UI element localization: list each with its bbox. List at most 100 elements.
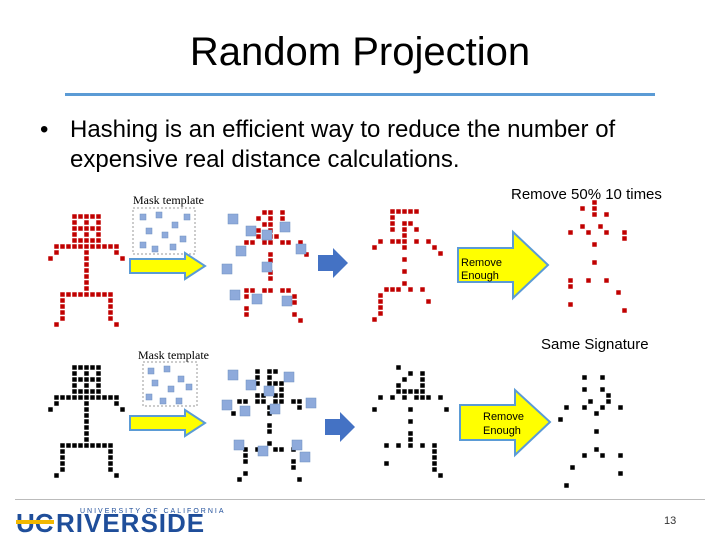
mask-square	[168, 386, 174, 392]
figure-pixel	[594, 411, 599, 416]
ucr-logo: UC RIVERSIDE UNIVERSITY OF CALIFORNIA	[16, 508, 226, 538]
mask-square	[184, 214, 190, 220]
figure-pixel	[96, 365, 101, 370]
figure-pixel	[237, 477, 242, 482]
figure-pixel	[378, 293, 383, 298]
figure-pixel	[273, 381, 278, 386]
figure-pixel	[267, 429, 272, 434]
figure-pixel	[54, 395, 59, 400]
figure-pixel	[432, 461, 437, 466]
figure-pixel	[408, 419, 413, 424]
figure-pixel	[60, 292, 65, 297]
figure-pixel	[390, 287, 395, 292]
figure-pixel	[426, 239, 431, 244]
figure-pixel	[102, 292, 107, 297]
figure-pixel	[255, 399, 260, 404]
mask-square	[140, 214, 146, 220]
figure-pixel	[108, 395, 113, 400]
mask-square	[246, 380, 256, 390]
mask-square	[240, 406, 250, 416]
figure-pixel	[267, 375, 272, 380]
figure-pixel	[592, 200, 597, 205]
mask-square	[264, 386, 274, 396]
stick-figure-top-result	[372, 209, 443, 322]
figure-pixel	[90, 238, 95, 243]
stick-figure-bottom-sparse	[558, 375, 623, 488]
remove-enough-label-top-1: Remove	[461, 257, 502, 269]
figure-pixel	[84, 407, 89, 412]
figure-pixel	[90, 365, 95, 370]
figure-pixel	[108, 461, 113, 466]
mask-square	[306, 398, 316, 408]
figure-pixel	[78, 377, 83, 382]
figure-pixel	[604, 278, 609, 283]
figure-pixel	[390, 215, 395, 220]
remove-enough-arrow-top[interactable]: Remove Enough	[458, 232, 548, 298]
figure-pixel	[600, 453, 605, 458]
figure-pixel	[72, 365, 77, 370]
figure-pixel	[570, 465, 575, 470]
figure-pixel	[102, 244, 107, 249]
figure-pixel	[268, 240, 273, 245]
figure-pixel	[84, 238, 89, 243]
figure-pixel	[84, 292, 89, 297]
figure-pixel	[84, 425, 89, 430]
mask-square	[222, 400, 232, 410]
yellow-arrow-bottom	[130, 410, 205, 436]
figure-pixel	[60, 443, 65, 448]
figure-pixel	[60, 455, 65, 460]
figure-pixel	[256, 228, 261, 233]
figure-pixel	[90, 395, 95, 400]
figure-pixel	[279, 447, 284, 452]
figure-pixel	[414, 389, 419, 394]
figure-pixel	[114, 473, 119, 478]
figure-pixel	[582, 453, 587, 458]
figure-pixel	[594, 447, 599, 452]
figure-pixel	[255, 393, 260, 398]
figure-pixel	[616, 290, 621, 295]
figure-pixel	[96, 377, 101, 382]
figure-pixel	[96, 244, 101, 249]
stick-figure-top-sparse	[568, 200, 627, 313]
figure-pixel	[408, 389, 413, 394]
figure-pixel	[592, 206, 597, 211]
figure-pixel	[72, 395, 77, 400]
figure-pixel	[606, 393, 611, 398]
figure-pixel	[592, 242, 597, 247]
figure-pixel	[66, 443, 71, 448]
figure-pixel	[378, 239, 383, 244]
stick-figure-bottom-masked	[222, 369, 316, 482]
figure-pixel	[414, 395, 419, 400]
figure-pixel	[414, 239, 419, 244]
figure-pixel	[396, 389, 401, 394]
figure-pixel	[84, 244, 89, 249]
figure-pixel	[256, 234, 261, 239]
figure-pixel	[84, 443, 89, 448]
figure-pixel	[426, 299, 431, 304]
mask-square	[146, 228, 152, 234]
figure-pixel	[622, 308, 627, 313]
figure-pixel	[90, 244, 95, 249]
figure-pixel	[66, 292, 71, 297]
figure-pixel	[243, 471, 248, 476]
figure-pixel	[244, 288, 249, 293]
figure-pixel	[84, 437, 89, 442]
figure-pixel	[558, 417, 563, 422]
mask-square	[160, 398, 166, 404]
stick-figure-top-original	[48, 214, 125, 327]
figure-pixel	[78, 226, 83, 231]
figure-pixel	[90, 443, 95, 448]
figure-pixel	[96, 383, 101, 388]
small-arrow-top	[318, 248, 348, 278]
figure-pixel	[292, 294, 297, 299]
figure-pixel	[286, 288, 291, 293]
figure-pixel	[84, 250, 89, 255]
figure-pixel	[72, 232, 77, 237]
figure-pixel	[586, 230, 591, 235]
remove-enough-arrow-bottom[interactable]: Remove Enough	[460, 390, 550, 455]
stick-figure-bottom-original	[48, 365, 125, 478]
mask-square	[284, 372, 294, 382]
figure-pixel	[90, 214, 95, 219]
mask-square	[262, 262, 272, 272]
figure-pixel	[420, 443, 425, 448]
